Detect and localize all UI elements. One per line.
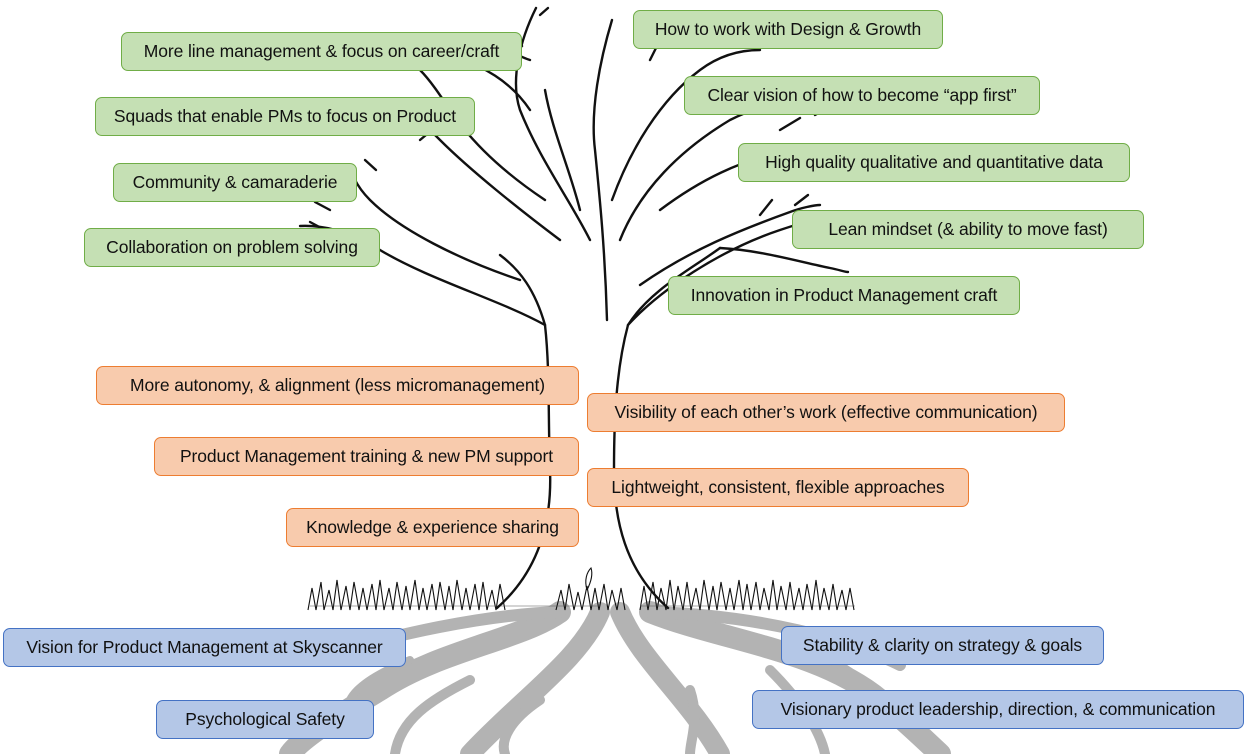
trunk-label-visibility: Visibility of each other’s work (effecti… xyxy=(587,393,1065,432)
trunk-label-lightweight: Lightweight, consistent, flexible approa… xyxy=(587,468,969,507)
branch-label-innovation: Innovation in Product Management craft xyxy=(668,276,1020,315)
branch-text: Lean mindset (& ability to move fast) xyxy=(828,219,1108,239)
root-text: Psychological Safety xyxy=(185,709,345,729)
grass-illustration xyxy=(307,566,855,611)
trunk-text: Lightweight, consistent, flexible approa… xyxy=(611,477,945,497)
root-label-vision: Vision for Product Management at Skyscan… xyxy=(3,628,406,667)
trunk-text: Knowledge & experience sharing xyxy=(306,517,559,537)
root-label-psychological-safety: Psychological Safety xyxy=(156,700,374,739)
branch-label-squads: Squads that enable PMs to focus on Produ… xyxy=(95,97,475,136)
branch-text: High quality qualitative and quantitativ… xyxy=(765,152,1103,172)
branch-text: Squads that enable PMs to focus on Produ… xyxy=(113,106,457,126)
branch-text: More line management & focus on career/c… xyxy=(143,41,500,61)
trunk-text: More autonomy, & alignment (less microma… xyxy=(130,375,545,395)
root-label-stability: Stability & clarity on strategy & goals xyxy=(781,626,1104,665)
branch-text: Innovation in Product Management craft xyxy=(690,285,998,305)
trunk-label-pm-training: Product Management training & new PM sup… xyxy=(154,437,579,476)
trunk-label-autonomy: More autonomy, & alignment (less microma… xyxy=(96,366,579,405)
root-text: Vision for Product Management at Skyscan… xyxy=(26,637,383,657)
trunk-text: Visibility of each other’s work (effecti… xyxy=(614,402,1038,422)
branch-text: How to work with Design & Growth xyxy=(654,19,922,39)
root-text: Visionary product leadership, direction,… xyxy=(780,699,1216,719)
branch-label-app-first: Clear vision of how to become “app first… xyxy=(684,76,1040,115)
branch-label-line-management: More line management & focus on career/c… xyxy=(121,32,522,71)
trunk-text: Product Management training & new PM sup… xyxy=(179,446,554,466)
branch-text: Clear vision of how to become “app first… xyxy=(707,85,1017,105)
branch-label-data: High quality qualitative and quantitativ… xyxy=(738,143,1130,182)
branch-label-community: Community & camaraderie xyxy=(113,163,357,202)
branch-label-lean-mindset: Lean mindset (& ability to move fast) xyxy=(792,210,1144,249)
trunk-label-knowledge-sharing: Knowledge & experience sharing xyxy=(286,508,579,547)
root-text: Stability & clarity on strategy & goals xyxy=(802,635,1083,655)
branch-label-collaboration: Collaboration on problem solving xyxy=(84,228,380,267)
branch-text: Collaboration on problem solving xyxy=(106,237,358,257)
branch-label-design-growth: How to work with Design & Growth xyxy=(633,10,943,49)
root-label-visionary-leadership: Visionary product leadership, direction,… xyxy=(752,690,1244,729)
branch-text: Community & camaraderie xyxy=(132,172,338,192)
